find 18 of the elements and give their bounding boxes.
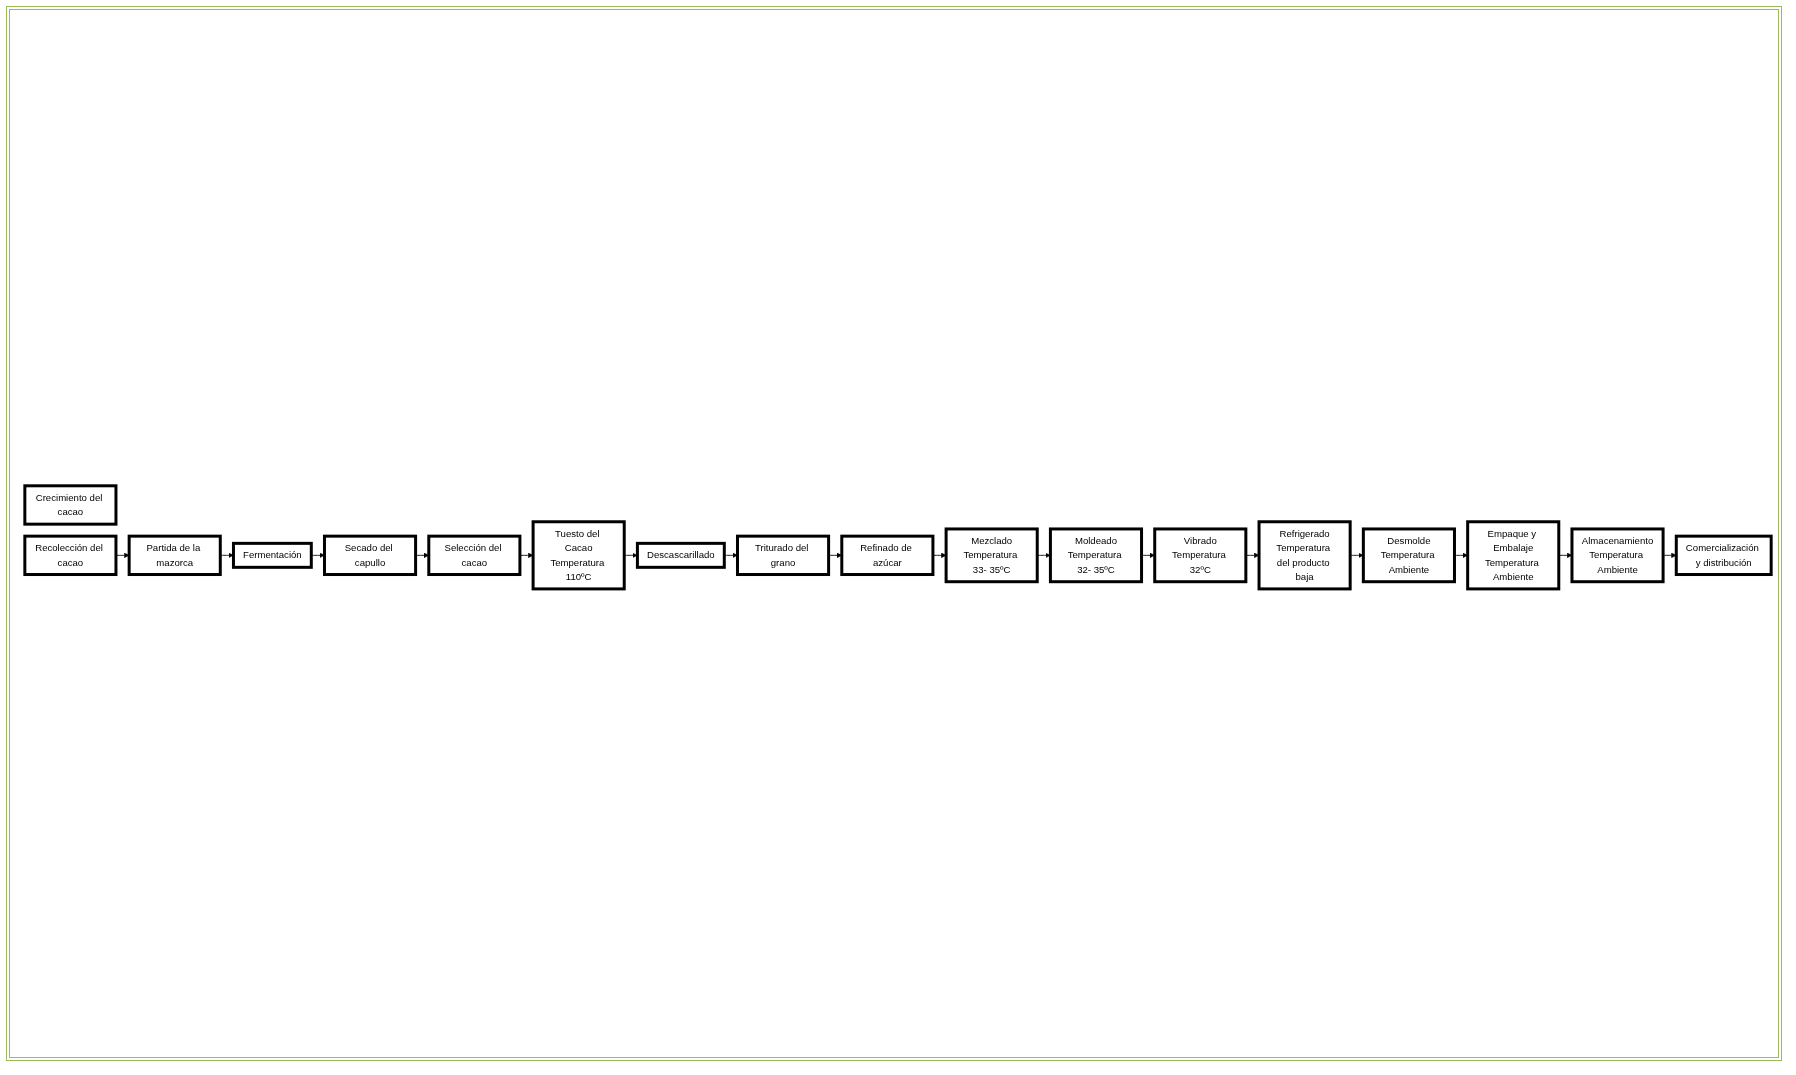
node-box: Triturado del grano [736,534,831,577]
node-box: Vibrado Temperatura 32ºC [1153,527,1248,584]
node-box: Moldeado Temperatura 32- 35ºC [1048,527,1144,584]
node-box: Crecimiento del cacao [23,484,118,526]
node-box: Mezclado Temperatura 33- 35ºC [944,527,1039,584]
node-box: Refrigerado Temperatura del producto baja [1257,520,1352,591]
node-box: Comercialización y distribución [1674,534,1773,577]
node-box: Partida de la mazorca [127,534,222,577]
node-box: Recolección del cacao [23,534,118,577]
node-box: Descascarillado [635,542,726,569]
node-box: Desmolde Temperatura Ambiente [1361,527,1456,584]
node-box: Refinado de azúcar [840,534,935,577]
node-box: Selección del cacao [427,534,522,577]
node-box: Almacenamiento Temperatura Ambiente [1570,527,1665,584]
node-box: Tuesto del Cacao Temperatura 110ºC [531,520,626,591]
node-box: Empaque y Embalaje Temperatura Ambiente [1466,520,1561,591]
node-box: Fermentación [231,542,313,569]
node-box: Secado del capullo [323,534,418,577]
